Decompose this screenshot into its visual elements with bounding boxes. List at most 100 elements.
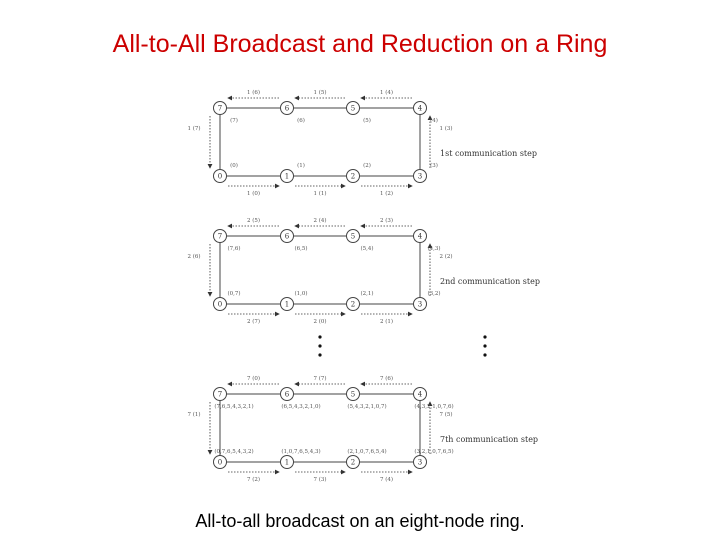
node-buffer-top: (5,4) [360, 245, 373, 252]
node-label: 4 [418, 391, 423, 399]
message-label-top: 1 (5) [313, 89, 326, 96]
message-label-top: 1 (6) [247, 89, 260, 96]
ring-node-2: 2 [346, 455, 360, 469]
node-circle [413, 455, 427, 469]
node-label: 3 [418, 301, 422, 309]
message-label-bottom: 7 (4) [380, 476, 393, 483]
node-label: 5 [351, 105, 355, 113]
ring-node-4: 4 [413, 387, 427, 401]
figure-caption: All-to-all broadcast on an eight-node ri… [195, 511, 525, 531]
node-buffer-top: (5) [363, 117, 371, 124]
node-circle [280, 101, 294, 115]
node-label: 6 [285, 233, 290, 241]
ring-node-7: 7 [213, 387, 227, 401]
node-buffer-top: (4) [430, 117, 438, 124]
node-buffer-bottom: (1,0,7,6,5,4,3) [281, 448, 320, 455]
ring-node-3: 3 [413, 455, 427, 469]
node-circle [280, 229, 294, 243]
message-label-bottom: 1 (1) [313, 190, 326, 197]
message-label-left: 1 (7) [187, 125, 200, 132]
node-buffer-bottom: (0,7) [227, 290, 240, 297]
message-label-bottom: 1 (0) [247, 190, 260, 197]
node-buffer-bottom: (2) [363, 162, 371, 169]
node-circle [213, 455, 227, 469]
node-label: 6 [285, 105, 290, 113]
ring-node-1: 1 [280, 297, 294, 311]
step-label: 7th communication step [440, 435, 538, 444]
message-label-top: 2 (5) [247, 217, 260, 224]
node-label: 5 [351, 233, 355, 241]
node-circle [413, 229, 427, 243]
node-buffer-bottom: (0,7,6,5,4,3,2) [214, 448, 253, 455]
node-label: 0 [218, 173, 222, 181]
ring-node-5: 5 [346, 101, 360, 115]
node-label: 1 [285, 301, 289, 309]
node-buffer-bottom: (1,0) [294, 290, 307, 297]
ring-node-1: 1 [280, 169, 294, 183]
ring-node-0: 0 [213, 169, 227, 183]
node-buffer-top: (6) [297, 117, 305, 124]
node-label: 4 [418, 105, 423, 113]
ring-node-2: 2 [346, 297, 360, 311]
node-label: 2 [351, 459, 355, 467]
message-label-left: 7 (1) [187, 411, 200, 418]
node-buffer-bottom: (0) [230, 162, 238, 169]
node-buffer-bottom: (3,2) [427, 290, 440, 297]
message-label-bottom: 2 (7) [247, 318, 260, 325]
message-label-bottom: 7 (3) [313, 476, 326, 483]
node-label: 7 [218, 391, 222, 399]
node-circle [280, 387, 294, 401]
message-label-top: 1 (4) [380, 89, 393, 96]
message-label-top: 7 (0) [247, 375, 260, 382]
node-circle [413, 169, 427, 183]
node-label: 2 [351, 173, 355, 181]
node-label: 3 [418, 459, 422, 467]
ring-node-6: 6 [280, 229, 294, 243]
node-circle [280, 297, 294, 311]
ring-node-3: 3 [413, 169, 427, 183]
node-buffer-bottom: (2,1,0,7,6,5,4) [347, 448, 386, 455]
node-label: 6 [285, 391, 290, 399]
ring-node-5: 5 [346, 387, 360, 401]
ring-node-1: 1 [280, 455, 294, 469]
node-label: 4 [418, 233, 423, 241]
ring-node-4: 4 [413, 229, 427, 243]
ring-node-4: 4 [413, 101, 427, 115]
ring-node-7: 7 [213, 101, 227, 115]
node-buffer-top: (7,6,5,4,3,2,1) [214, 403, 253, 410]
message-label-bottom: 2 (1) [380, 318, 393, 325]
node-label: 1 [285, 173, 289, 181]
node-buffer-top: (6,5) [294, 245, 307, 252]
message-label-bottom: 2 (0) [313, 318, 326, 325]
step-label: 2nd communication step [440, 277, 540, 286]
node-buffer-bottom: (1) [297, 162, 305, 169]
node-buffer-top: (7,6) [227, 245, 240, 252]
ring-node-3: 3 [413, 297, 427, 311]
vertical-ellipsis-right [483, 335, 487, 357]
message-label-top: 2 (4) [313, 217, 326, 224]
ring-node-0: 0 [213, 297, 227, 311]
node-buffer-bottom: (3,2,1,0,7,6,5) [414, 448, 453, 455]
node-circle [346, 387, 360, 401]
node-label: 0 [218, 301, 222, 309]
node-buffer-top: (4,3) [427, 245, 440, 252]
node-circle [346, 169, 360, 183]
node-circle [213, 229, 227, 243]
message-label-bottom: 7 (2) [247, 476, 260, 483]
panel-step-1: 7 0 6 1 5 2 4 3 1 (6) 1 (5) 1 (4) 1 (0) 1 (1) 1 (2) 1 … [187, 89, 537, 197]
message-label-bottom: 1 (2) [380, 190, 393, 197]
node-buffer-top: (6,5,4,3,2,1,0) [281, 403, 320, 410]
node-circle [213, 169, 227, 183]
node-label: 7 [218, 233, 222, 241]
node-label: 5 [351, 391, 355, 399]
node-buffer-bottom: (2,1) [360, 290, 373, 297]
node-circle [280, 455, 294, 469]
node-buffer-top: (7) [230, 117, 238, 124]
message-label-top: 7 (6) [380, 375, 393, 382]
node-circle [280, 169, 294, 183]
message-label-top: 7 (7) [313, 375, 326, 382]
node-buffer-top: (5,4,3,2,1,0,7) [347, 403, 386, 410]
ring-node-5: 5 [346, 229, 360, 243]
slide-title: All-to-All Broadcast and Reduction on a … [112, 30, 608, 58]
